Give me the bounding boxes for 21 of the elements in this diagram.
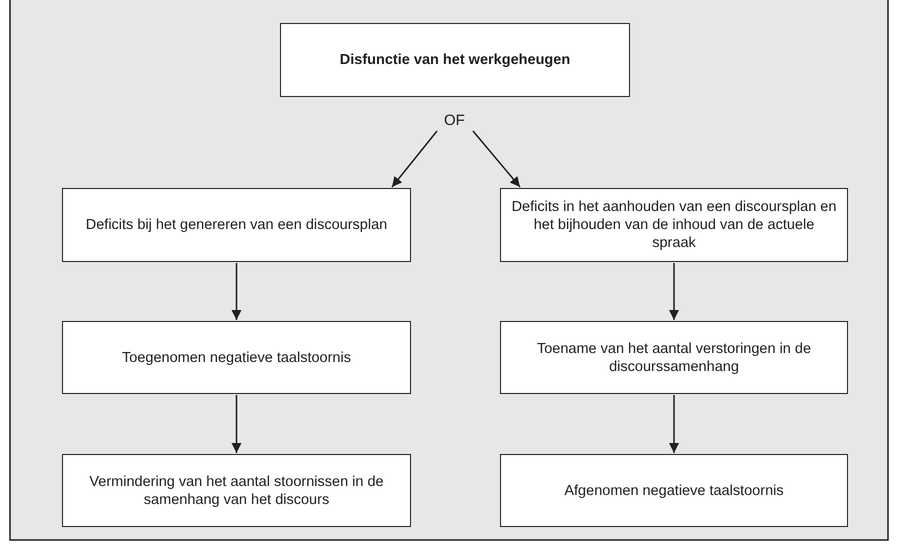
arrow [669, 263, 679, 320]
box-text: Afgenomen negatieve taalstoornis [564, 482, 784, 500]
process-box [280, 23, 630, 97]
box-text: Deficits bij het genereren van een discoursplan [86, 216, 388, 234]
process-box [500, 188, 848, 262]
process-box [62, 454, 411, 527]
process-box [62, 321, 411, 394]
process-box [500, 454, 848, 527]
box-text: Deficits in het aanhouden van een discoursplan en het bijhouden van de inhoud van de actuele spraak [511, 198, 837, 252]
arrow [472, 130, 521, 188]
connector-label: OF [444, 112, 465, 129]
box-text: Toename van het aantal verstoringen in de discourssamenhang [536, 340, 812, 376]
box-text: Vermindering van het aantal stoornissen in de samenhang van het discours [88, 472, 385, 508]
arrow [232, 395, 242, 453]
arrow [391, 130, 438, 188]
process-box [62, 188, 411, 262]
heading-text: Disfunctie van het werkgeheugen [340, 51, 570, 69]
process-box [500, 321, 848, 394]
arrow [232, 263, 242, 320]
arrow [669, 395, 679, 453]
box-text: Toegenomen negatieve taalstoornis [122, 348, 351, 366]
